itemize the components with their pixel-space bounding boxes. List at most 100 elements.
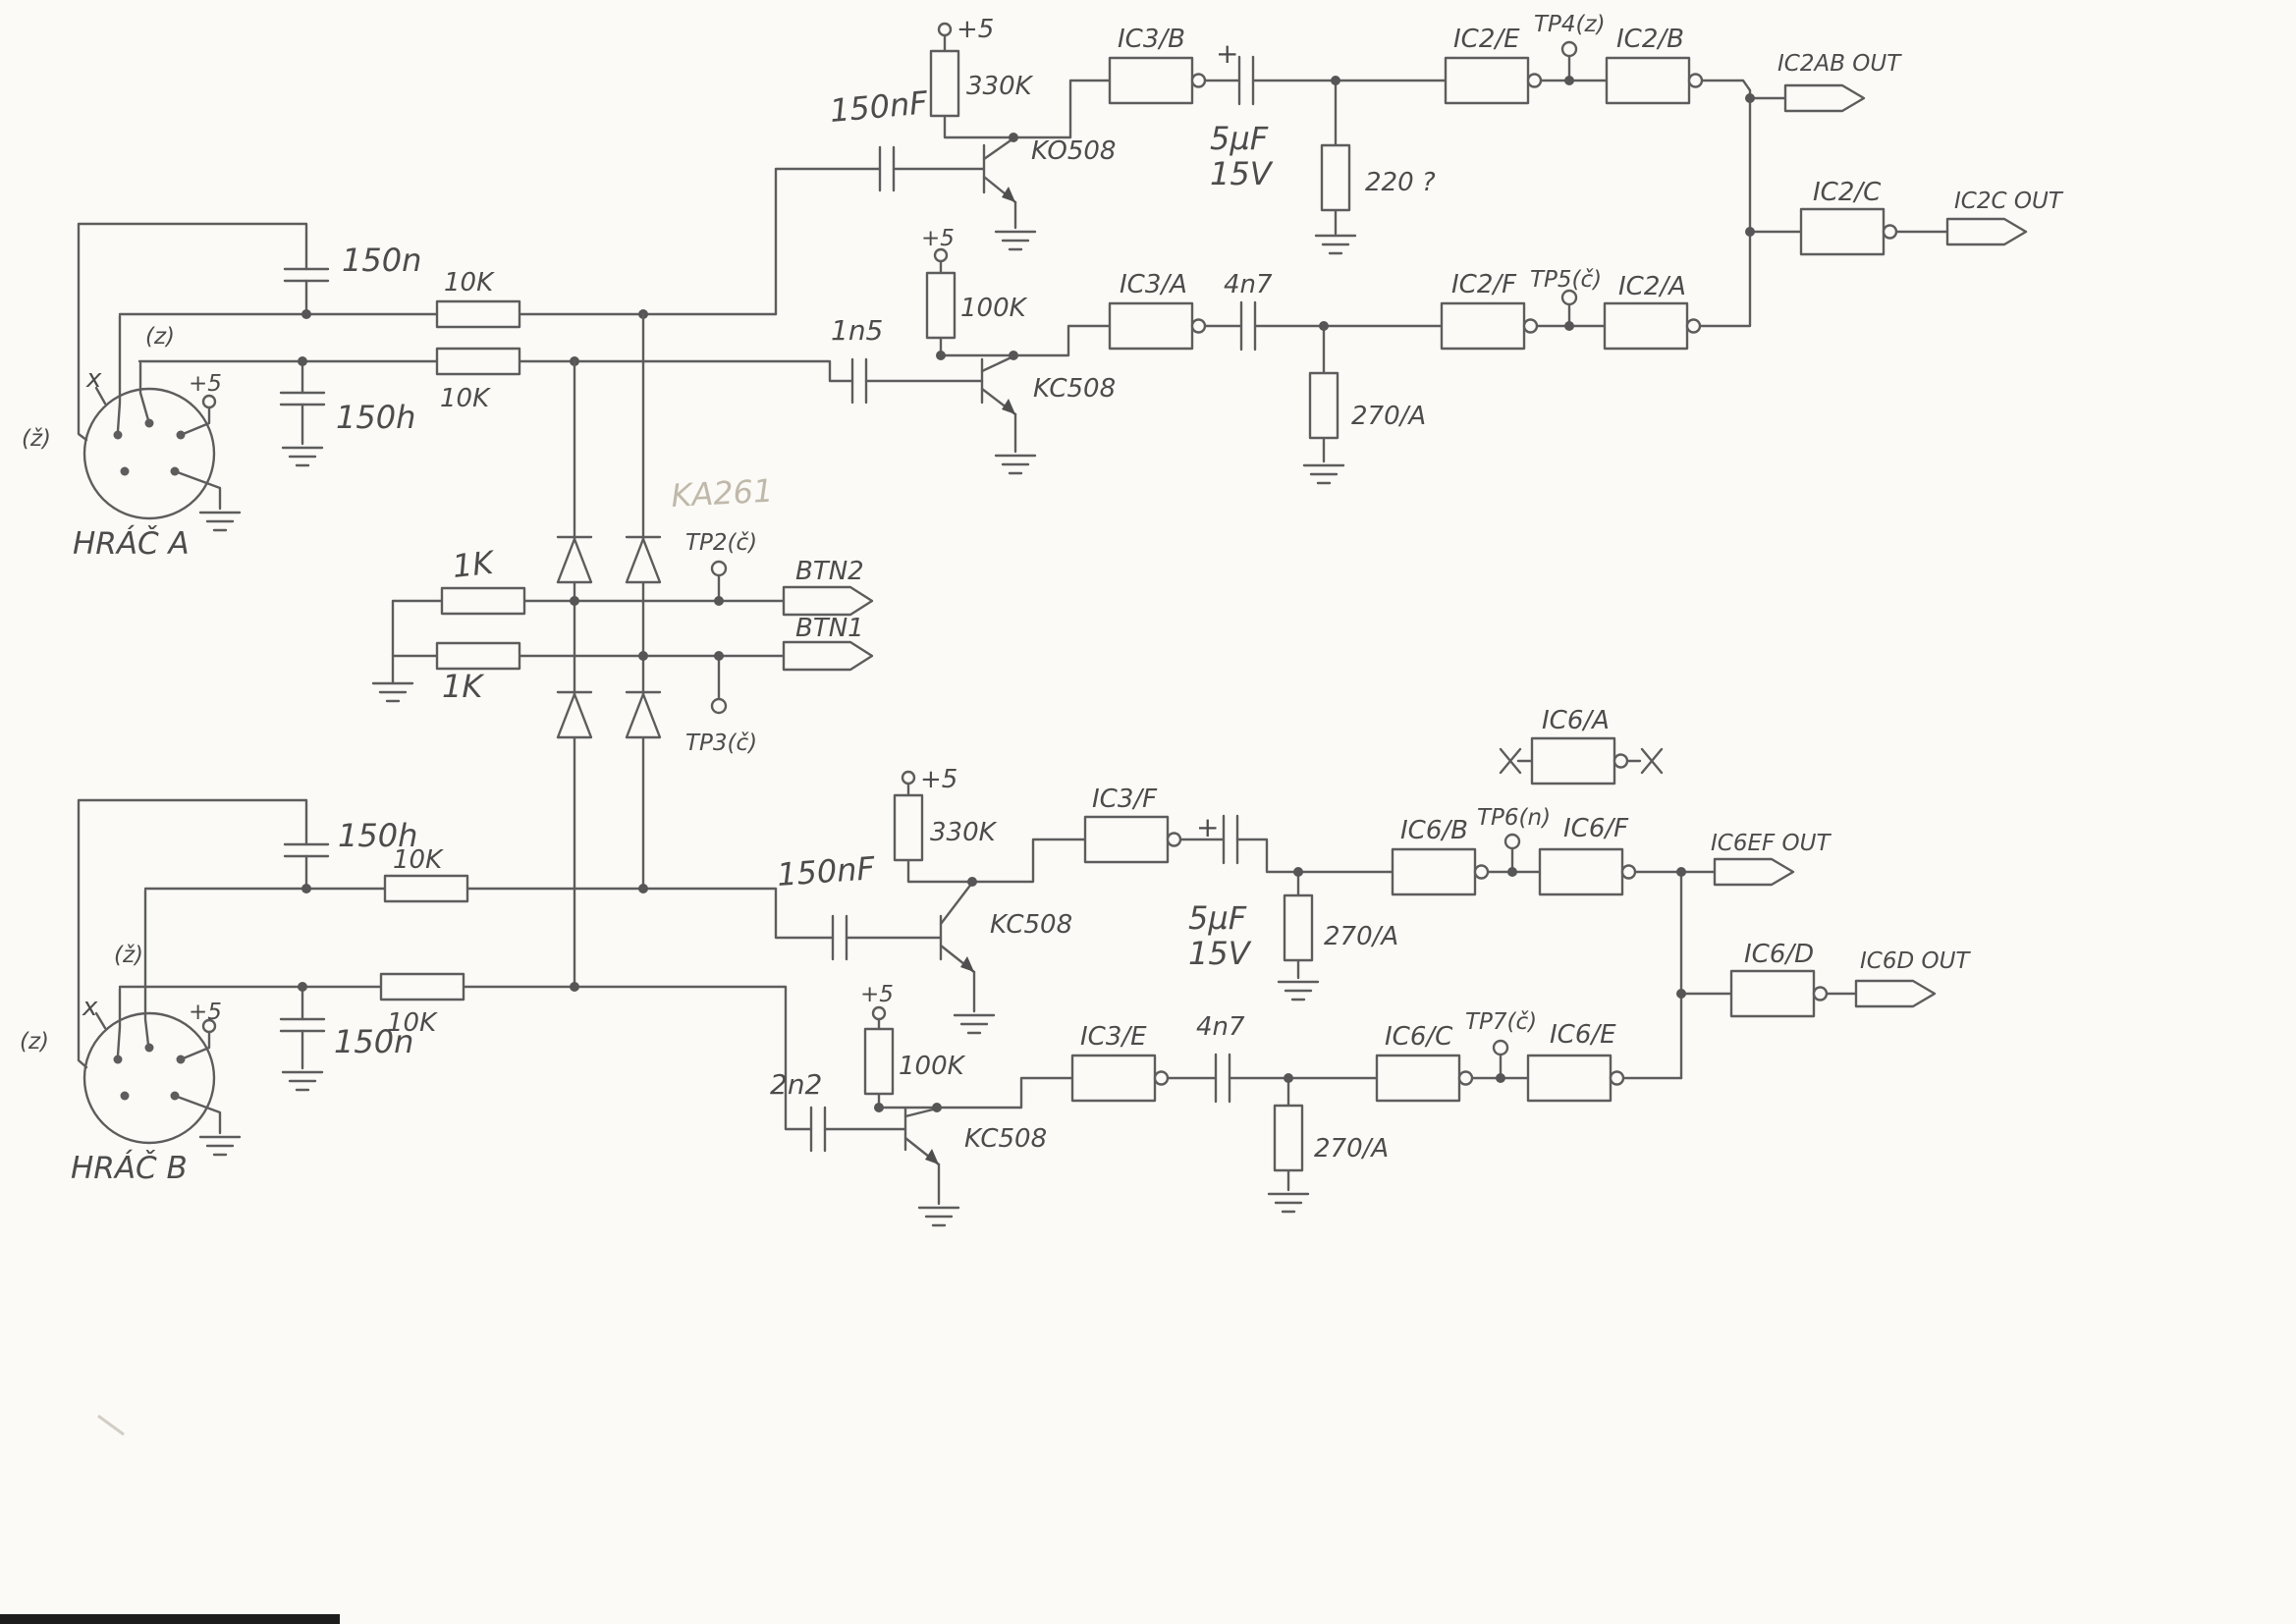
label-q1: KO508	[1031, 136, 1116, 166]
label-cap150n-a-top: 150n	[342, 242, 421, 279]
label-q2: KC508	[1033, 374, 1116, 404]
label-c1n5-a: 1n5	[831, 314, 883, 347]
resistor-330k-a	[929, 49, 960, 118]
label-r10k-b2: 10K	[387, 1008, 438, 1038]
transistor-kc508-a	[980, 354, 1017, 454]
resistor-270a-b2	[1273, 1104, 1304, 1172]
gate-ic3f	[1083, 815, 1182, 864]
resistor-220-a	[1320, 143, 1351, 212]
testpoint-tp4	[1560, 40, 1578, 58]
x-mark-left-ic6a	[1499, 747, 1522, 775]
label-r270-a: 270/A	[1351, 402, 1426, 431]
label-gate-ic6d: IC6/D	[1744, 940, 1814, 969]
label-r100k-b: 100K	[899, 1052, 966, 1081]
resistor-10k-a1	[435, 299, 521, 329]
vcc-terminal-osc-b2	[871, 1005, 887, 1021]
label-r10k-a1: 10K	[444, 268, 495, 298]
label-tp3: TP3(č)	[685, 731, 757, 756]
transistor-kc508-b1	[939, 881, 976, 1013]
gate-ic2c	[1799, 207, 1898, 256]
resistor-100k-b	[863, 1027, 895, 1096]
label-out-ic6d: IC6D OUT	[1860, 948, 1971, 974]
label-pin-z-b: (z)	[20, 1029, 49, 1055]
label-out-ic6ef: IC6EF OUT	[1711, 831, 1831, 856]
label-pin-zh-b: (ž)	[114, 943, 143, 968]
label-cap-15v-b: 15V	[1188, 935, 1252, 972]
channel-b: 150h 10K (ž) 10K 150n x +5 (z) HRÁČ B +5…	[20, 706, 1971, 1227]
label-r1k-bottom: 1K	[442, 668, 485, 705]
label-c2n2-b: 2n2	[770, 1068, 822, 1101]
label-btn1: BTN1	[795, 614, 864, 643]
capacitor-2n2-b	[809, 1106, 827, 1153]
label-gate-ic6f: IC6/F	[1563, 814, 1629, 843]
label-btn2: BTN2	[795, 557, 864, 586]
label-cap-5uf-b: 5μF	[1188, 899, 1247, 937]
channel-a: +5 330K 150nF KO508 IC3/B + 5μF 15V 220 …	[22, 12, 2064, 562]
vcc-terminal-osc-b1	[901, 770, 916, 785]
label-vcc-osc-a1: +5	[957, 15, 994, 44]
vcc-terminal-osc-a1	[937, 22, 953, 37]
capacitor-150n-a-bottom	[279, 391, 326, 406]
pencil-smudge	[97, 1414, 125, 1436]
resistor-1k-top	[440, 586, 526, 616]
resistor-1k-bottom	[435, 641, 521, 671]
label-gate-ic6a: IC6/A	[1542, 706, 1610, 735]
label-gate-ic6b: IC6/B	[1400, 816, 1468, 845]
gate-ic2e	[1444, 56, 1543, 105]
testpoint-tp5	[1560, 289, 1578, 306]
label-tp5: TP5(č)	[1530, 267, 1602, 293]
testpoint-tp2	[710, 560, 728, 577]
gate-ic2a	[1603, 301, 1702, 351]
channel-b-wires	[77, 759, 1858, 1192]
label-c150nf-b: 150nF	[776, 849, 877, 893]
capacitor-5uf-a	[1237, 55, 1255, 106]
label-pin-z-a: (z)	[145, 324, 175, 350]
gate-ic6a-spare	[1530, 736, 1629, 785]
gate-ic3e	[1070, 1054, 1170, 1103]
gate-ic6d	[1729, 969, 1829, 1018]
label-r10k-a2: 10K	[440, 384, 491, 413]
label-gate-ic3f: IC3/F	[1092, 785, 1158, 814]
junction-dots-b	[298, 867, 1686, 1112]
label-gate-ic6e: IC6/E	[1550, 1020, 1616, 1050]
label-c4n7-a: 4n7	[1224, 270, 1273, 299]
label-r1k-top: 1K	[451, 544, 498, 585]
gate-ic6e	[1526, 1054, 1625, 1103]
testpoint-tp7	[1492, 1039, 1509, 1056]
capacitor-150n-b-bottom	[279, 1017, 326, 1033]
label-q4: KC508	[964, 1124, 1047, 1154]
capacitor-150nf-b	[831, 914, 848, 961]
label-cap-plus-b: +	[1196, 811, 1219, 843]
gate-ic6c	[1375, 1054, 1474, 1103]
label-c4n7-b: 4n7	[1196, 1012, 1245, 1042]
resistor-270a-a	[1308, 371, 1339, 440]
label-cap150n-b-bottom: 150n	[334, 1023, 413, 1060]
label-c150nf-a: 150nF	[828, 83, 929, 130]
button-network: KA261 1K TP2(č) BTN2 1K BTN1 TP3(č)	[371, 312, 874, 989]
din-connector-a	[82, 387, 216, 520]
transistor-ko508-a	[982, 136, 1017, 230]
label-vcc-osc-a2: +5	[921, 226, 955, 251]
label-gate-ic2b: IC2/B	[1616, 25, 1684, 54]
label-tp6: TP6(n)	[1477, 805, 1551, 831]
label-cap-5uf-a: 5μF	[1210, 120, 1269, 157]
label-r330k-a: 330K	[966, 72, 1034, 101]
button-connector-btn2	[782, 585, 874, 617]
label-connector-a-name: HRÁČ A	[73, 525, 190, 562]
label-pin-x-a: x	[85, 364, 102, 394]
gate-ic3b	[1108, 56, 1207, 105]
label-connector-b-name: HRÁČ B	[71, 1150, 188, 1186]
label-cap-plus-a: +	[1216, 37, 1238, 70]
label-vcc-osc-b1: +5	[920, 765, 957, 794]
capacitor-150n-a-top	[283, 267, 330, 283]
label-pin-5v-a: +5	[189, 371, 222, 397]
label-tp7: TP7(č)	[1465, 1009, 1537, 1035]
label-r330k-b: 330K	[930, 818, 998, 847]
button-network-wires	[391, 312, 786, 989]
capacitor-4n7-b	[1214, 1053, 1231, 1104]
capacitor-5uf-b	[1222, 814, 1239, 865]
label-tp2: TP2(č)	[685, 530, 757, 556]
label-ka261: KA261	[670, 472, 774, 514]
